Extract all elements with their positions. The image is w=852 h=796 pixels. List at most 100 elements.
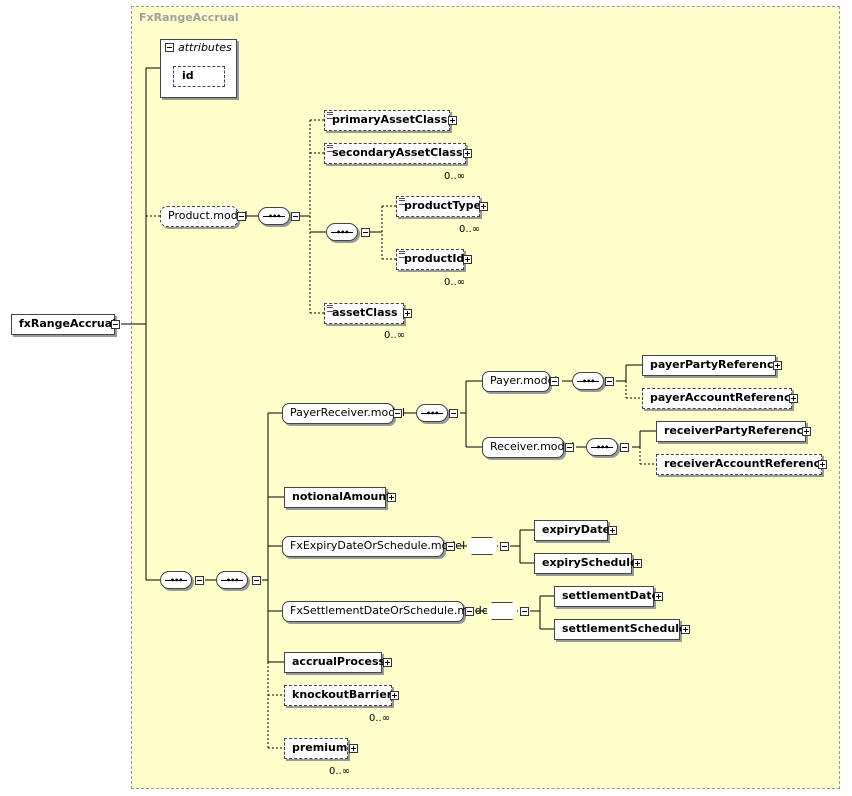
expand-icon[interactable] — [390, 691, 399, 700]
fx-settlement-date-or-schedule-model-group[interactable]: FxSettlementDateOrSchedule.model — [282, 601, 492, 622]
collapse-icon[interactable] — [605, 377, 614, 386]
collapse-icon[interactable] — [252, 576, 261, 585]
payer-model-group[interactable]: Payer.model — [482, 371, 557, 392]
notional-amount-element[interactable]: notionalAmount — [284, 487, 391, 508]
product-model-label: Product.model — [168, 209, 248, 222]
expiry-date-element[interactable]: expiryDate — [534, 520, 611, 541]
expand-icon[interactable] — [479, 202, 488, 211]
element-label: secondaryAssetClass — [332, 146, 463, 159]
element-label: receiverPartyReference — [664, 424, 811, 437]
payer-receiver-model-group[interactable]: PayerReceiver.model — [282, 403, 405, 424]
payer-account-reference-element[interactable]: payerAccountReference — [642, 388, 798, 409]
expand-icon[interactable] — [349, 744, 358, 753]
collapse-icon[interactable] — [620, 443, 629, 452]
expand-icon[interactable] — [818, 460, 827, 469]
collapse-icon[interactable] — [361, 228, 370, 237]
receiver-account-reference-element[interactable]: receiverAccountReference — [656, 454, 828, 475]
element-label: knockoutBarrier — [292, 688, 393, 701]
sequence-compositor-icon: ••• — [216, 571, 248, 589]
expand-icon[interactable] — [403, 309, 412, 318]
attributes-label: attributes — [178, 41, 232, 54]
element-label: expirySchedule — [542, 556, 638, 569]
cardinality-label: 0..∞ — [329, 766, 351, 777]
element-label: primaryAssetClass — [332, 113, 448, 126]
receiver-model-group[interactable]: Receiver.model — [482, 437, 574, 458]
expand-icon[interactable] — [789, 394, 798, 403]
expand-icon[interactable] — [463, 255, 472, 264]
collapse-icon[interactable] — [465, 607, 474, 616]
root-element-box[interactable]: fxRangeAccrual — [11, 314, 116, 335]
root-element-label: fxRangeAccrual — [19, 317, 116, 330]
accrual-process-element[interactable]: accrualProcess — [284, 652, 386, 673]
expand-icon[interactable] — [383, 658, 392, 667]
group-label: Receiver.model — [490, 440, 575, 453]
asset-class-element[interactable]: assetClass — [322, 301, 404, 324]
group-label: FxSettlementDateOrSchedule.model — [290, 604, 492, 617]
receiver-party-reference-element[interactable]: receiverPartyReference — [656, 421, 811, 442]
collapse-icon[interactable] — [449, 409, 458, 418]
expand-icon[interactable] — [608, 526, 617, 535]
sequence-compositor-icon: ••• — [572, 372, 604, 390]
expand-icon[interactable] — [654, 592, 663, 601]
element-label: productId — [404, 252, 465, 265]
secondary-asset-class-element[interactable]: secondaryAssetClass — [322, 141, 466, 164]
element-label: payerPartyReference — [650, 358, 781, 371]
collapse-icon[interactable] — [291, 212, 300, 221]
documentation-icon — [399, 251, 405, 258]
element-label: settlementDate — [562, 589, 660, 602]
expiry-schedule-element[interactable]: expirySchedule — [534, 553, 637, 574]
settlement-date-element[interactable]: settlementDate — [554, 586, 659, 607]
expand-icon[interactable] — [387, 493, 396, 502]
expand-icon[interactable] — [681, 625, 690, 634]
attribute-id[interactable]: id — [173, 66, 225, 87]
cardinality-label: 0..∞ — [369, 713, 391, 724]
collapse-icon[interactable] — [446, 542, 455, 551]
element-label: expiryDate — [542, 523, 611, 536]
element-label: premium — [292, 741, 348, 754]
element-label: productType — [404, 199, 482, 212]
collapse-icon[interactable] — [393, 409, 402, 418]
cardinality-label: 0..∞ — [444, 171, 466, 182]
choice-compositor-icon — [486, 602, 518, 620]
product-id-element[interactable]: productId — [394, 247, 465, 270]
documentation-icon — [399, 198, 405, 205]
sequence-compositor-icon: ••• — [160, 571, 192, 589]
documentation-icon — [327, 305, 333, 312]
documentation-icon — [327, 112, 333, 119]
expand-icon[interactable] — [448, 116, 457, 125]
expand-icon[interactable] — [633, 559, 642, 568]
element-label: receiverAccountReference — [664, 457, 828, 470]
collapse-icon[interactable] — [550, 377, 559, 386]
fx-expiry-date-or-schedule-model-group[interactable]: FxExpiryDateOrSchedule.model — [282, 536, 465, 557]
panel-title: FxRangeAccrual — [139, 11, 239, 24]
premium-element[interactable]: premium — [282, 736, 348, 759]
group-label: Payer.model — [490, 374, 558, 387]
collapse-icon[interactable] — [195, 576, 204, 585]
group-label: PayerReceiver.model — [290, 406, 406, 419]
choice-compositor-icon — [466, 537, 498, 555]
cardinality-label: 0..∞ — [459, 224, 481, 235]
expand-icon[interactable] — [802, 427, 811, 436]
element-label: accrualProcess — [292, 655, 386, 668]
sequence-compositor-icon: ••• — [586, 438, 618, 456]
collapse-icon[interactable] — [520, 607, 529, 616]
settlement-schedule-element[interactable]: settlementSchedule — [554, 619, 686, 640]
collapse-icon[interactable] — [500, 542, 509, 551]
product-type-element[interactable]: productType — [394, 194, 482, 217]
knockout-barrier-element[interactable]: knockoutBarrier — [282, 683, 393, 706]
group-label: FxExpiryDateOrSchedule.model — [290, 539, 466, 552]
collapse-icon[interactable] — [111, 320, 120, 329]
element-label: settlementSchedule — [562, 622, 687, 635]
payer-party-reference-element[interactable]: payerPartyReference — [642, 355, 781, 376]
element-label: payerAccountReference — [650, 391, 798, 404]
element-label: assetClass — [332, 306, 398, 319]
collapse-icon[interactable] — [165, 43, 174, 52]
expand-icon[interactable] — [773, 361, 782, 370]
primary-asset-class-element[interactable]: primaryAssetClass — [324, 110, 450, 131]
collapse-icon[interactable] — [237, 212, 246, 221]
product-model-group[interactable]: Product.model — [160, 206, 248, 227]
expand-icon[interactable] — [463, 149, 472, 158]
collapse-icon[interactable] — [565, 443, 574, 452]
sequence-compositor-icon: ••• — [326, 223, 358, 241]
